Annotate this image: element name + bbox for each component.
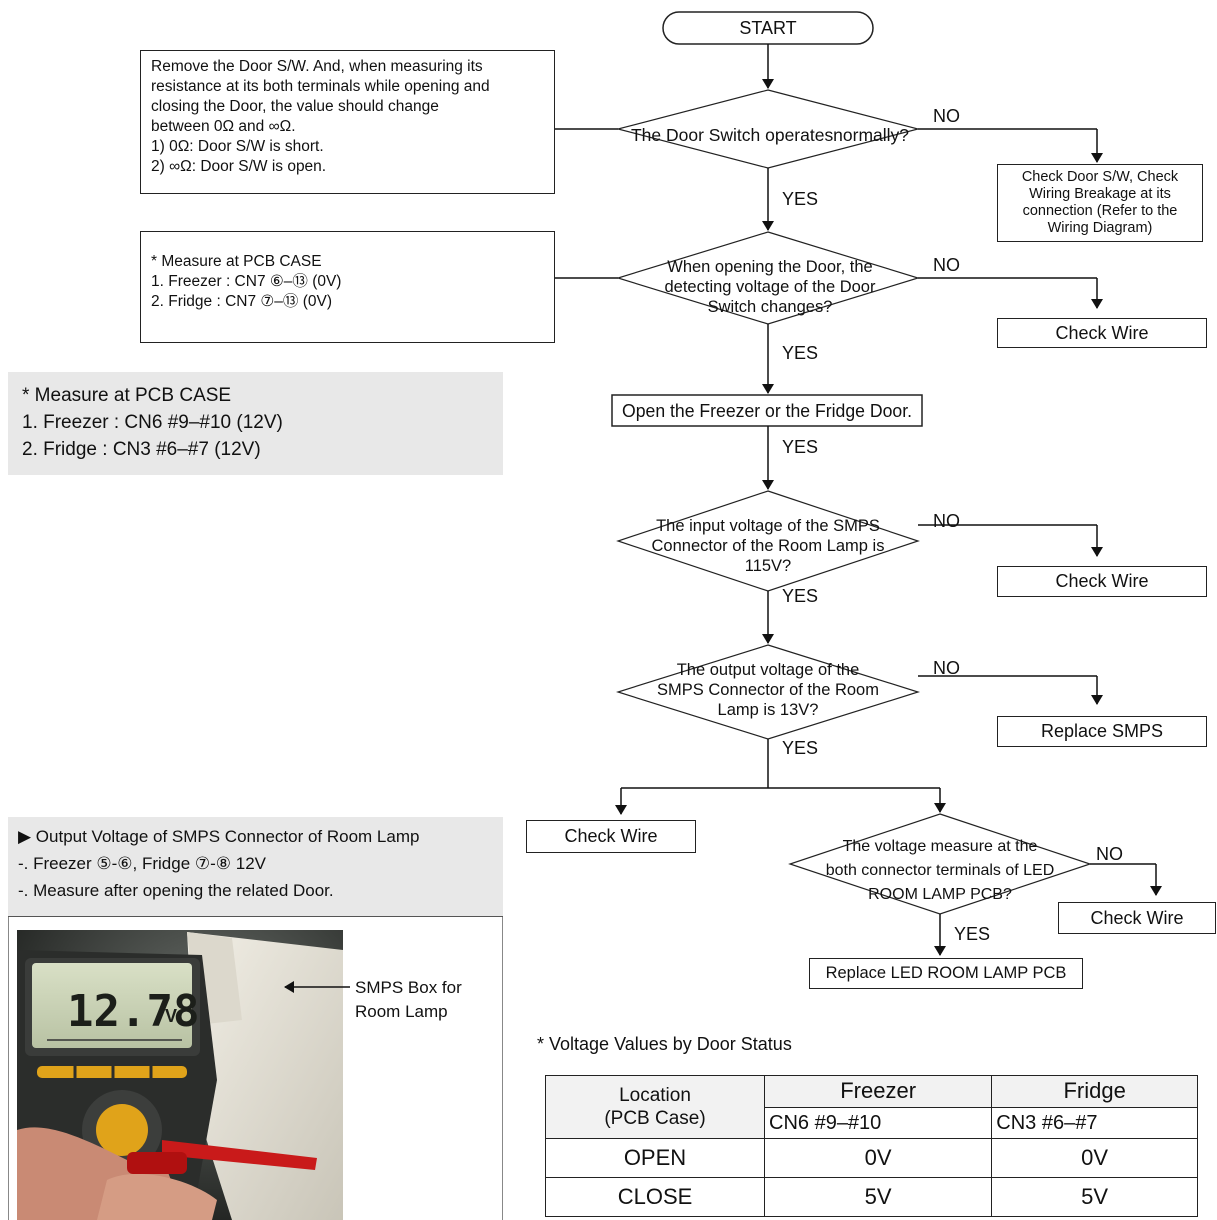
freezer-connector: CN6 #9–#10: [763, 1106, 993, 1140]
output-voltage-panel: ▶ Output Voltage of SMPS Connector of Ro…: [8, 817, 503, 917]
note-door-switch-line: closing the Door, the value should chang…: [151, 98, 439, 115]
result-check-wire-1-label: Check Wire: [1055, 322, 1149, 343]
decision-output-voltage-line2: SMPS Connector of the Room: [657, 681, 879, 699]
decision-output-voltage-line3: Lamp is 13V?: [718, 701, 819, 719]
result-replace-smps: Replace SMPS: [997, 716, 1207, 747]
start-label: START: [739, 18, 796, 38]
meter-unit: V: [165, 1006, 177, 1026]
note-pcb-case-12v-line: 2. Fridge : CN3 #6–#7 (12V): [22, 439, 261, 460]
note-door-switch-line: 1) 0Ω: Door S/W is short.: [151, 138, 324, 155]
status-cell: OPEN: [545, 1138, 765, 1179]
yes-label-6: YES: [954, 924, 990, 944]
result-check-wire-2: Check Wire: [997, 566, 1207, 597]
no-label-3: NO: [933, 511, 960, 531]
result-check-wire-4: Check Wire: [1058, 902, 1216, 934]
note-pcb-case-line: * Measure at PCB CASE: [151, 253, 322, 270]
table-row: CLOSE 5V 5V: [545, 1177, 1198, 1217]
decision-led-voltage-line2: both connector terminals of LED: [826, 862, 1055, 879]
result-replace-smps-label: Replace SMPS: [1040, 721, 1164, 741]
decision-input-voltage-line1: The input voltage of the SMPS: [656, 517, 880, 535]
decision-output-voltage-line1: The output voltage of the: [677, 661, 860, 679]
decision-detect-voltage-line2: detecting voltage of the Door: [665, 278, 876, 296]
decision-led-voltage-line3: ROOM LAMP PCB?: [868, 886, 1012, 903]
multimeter-photo: 12.78 V: [17, 930, 343, 1220]
voltage-table: Location (PCB Case) Freezer Fridge CN6 #…: [545, 1074, 1198, 1217]
result-check-wire-4-label: Check Wire: [1090, 907, 1184, 928]
result-check-door-switch-line2: Wiring Breakage at its: [1029, 186, 1171, 202]
header-fridge: Fridge: [991, 1075, 1198, 1108]
result-check-door-switch-line1: Check Door S/W, Check: [1021, 169, 1179, 185]
callout-line: SMPS Box for: [355, 978, 462, 997]
header-location: Location (PCB Case): [545, 1074, 765, 1140]
decision-led-voltage-line1: The voltage measure at the: [843, 838, 1038, 855]
note-pcb-case-12v: * Measure at PCB CASE 1. Freezer : CN6 #…: [8, 372, 503, 475]
header-freezer: Freezer: [763, 1075, 993, 1108]
result-check-wire-3-label: Check Wire: [564, 826, 658, 846]
no-label-5: NO: [1096, 844, 1123, 864]
yes-label-1: YES: [782, 189, 818, 209]
output-voltage-line: -. Measure after opening the related Doo…: [18, 881, 334, 900]
decision-input-voltage-line3: 115V?: [745, 557, 792, 575]
photo-frame-border: [8, 917, 503, 1220]
output-voltage-heading: ▶ Output Voltage of SMPS Connector of Ro…: [18, 827, 420, 846]
no-label-2: NO: [933, 255, 960, 275]
result-replace-led-pcb: Replace LED ROOM LAMP PCB: [809, 958, 1083, 989]
result-check-wire-1: Check Wire: [997, 318, 1207, 348]
result-check-door-switch: Check Door S/W, Check Wiring Breakage at…: [997, 164, 1203, 242]
note-pcb-case-line: 2. Fridge : CN7 ⑦–⑬ (0V): [151, 293, 333, 310]
meter-reading: 12.78: [67, 986, 199, 1037]
note-door-switch: Remove the Door S/W. And, when measuring…: [140, 50, 555, 194]
freezer-value: 5V: [763, 1177, 993, 1217]
decision-door-switch-text: The Door Switch operatesnormally?: [631, 125, 909, 145]
decision-detect-voltage-line1: When opening the Door, the: [667, 258, 872, 276]
yes-label-4: YES: [782, 586, 818, 606]
step-open-door: [611, 394, 923, 427]
status-cell: CLOSE: [545, 1177, 765, 1217]
freezer-value: 0V: [763, 1138, 993, 1179]
decision-input-voltage-line2: Connector of the Room Lamp is: [652, 537, 885, 555]
fridge-connector: CN3 #6–#7: [991, 1106, 1198, 1140]
note-pcb-case: * Measure at PCB CASE 1. Freezer : CN7 ⑥…: [140, 231, 555, 343]
note-pcb-case-12v-line: 1. Freezer : CN6 #9–#10 (12V): [22, 412, 283, 433]
result-replace-led-pcb-label: Replace LED ROOM LAMP PCB: [825, 964, 1067, 982]
note-door-switch-line: resistance at its both terminals while o…: [151, 78, 490, 95]
note-pcb-case-12v-line: * Measure at PCB CASE: [22, 385, 232, 406]
fridge-value: 5V: [991, 1177, 1198, 1217]
decision-detect-voltage-line3: Switch changes?: [708, 298, 833, 316]
no-label-1: NO: [933, 106, 960, 126]
fridge-value: 0V: [991, 1138, 1198, 1179]
header-location-line1: Location: [619, 1085, 691, 1107]
result-check-wire-2-label: Check Wire: [1055, 571, 1149, 591]
yes-label-5: YES: [782, 738, 818, 758]
output-voltage-line: -. Freezer ⑤-⑥, Fridge ⑦-⑧ 12V: [18, 854, 267, 873]
voltage-table-caption: * Voltage Values by Door Status: [537, 1034, 792, 1054]
yes-label-3: YES: [782, 437, 818, 457]
step-open-door-text: Open the Freezer or the Fridge Door.: [622, 401, 912, 421]
callout-line: Room Lamp: [355, 1002, 448, 1021]
header-location-line2: (PCB Case): [604, 1108, 706, 1130]
note-door-switch-line: between 0Ω and ∞Ω.: [151, 118, 296, 135]
note-pcb-case-line: 1. Freezer : CN7 ⑥–⑬ (0V): [151, 273, 342, 290]
yes-label-2: YES: [782, 343, 818, 363]
result-check-door-switch-line3: connection (Refer to the: [1022, 203, 1178, 219]
note-door-switch-line: Remove the Door S/W. And, when measuring…: [151, 58, 483, 75]
callout-smps-box: SMPS Box for Room Lamp: [355, 976, 462, 1024]
note-door-switch-line: 2) ∞Ω: Door S/W is open.: [151, 158, 327, 175]
result-check-wire-3: Check Wire: [526, 820, 696, 853]
no-label-4: NO: [933, 658, 960, 678]
table-row: OPEN 0V 0V: [545, 1138, 1198, 1179]
result-check-door-switch-line4: Wiring Diagram): [1047, 220, 1153, 236]
